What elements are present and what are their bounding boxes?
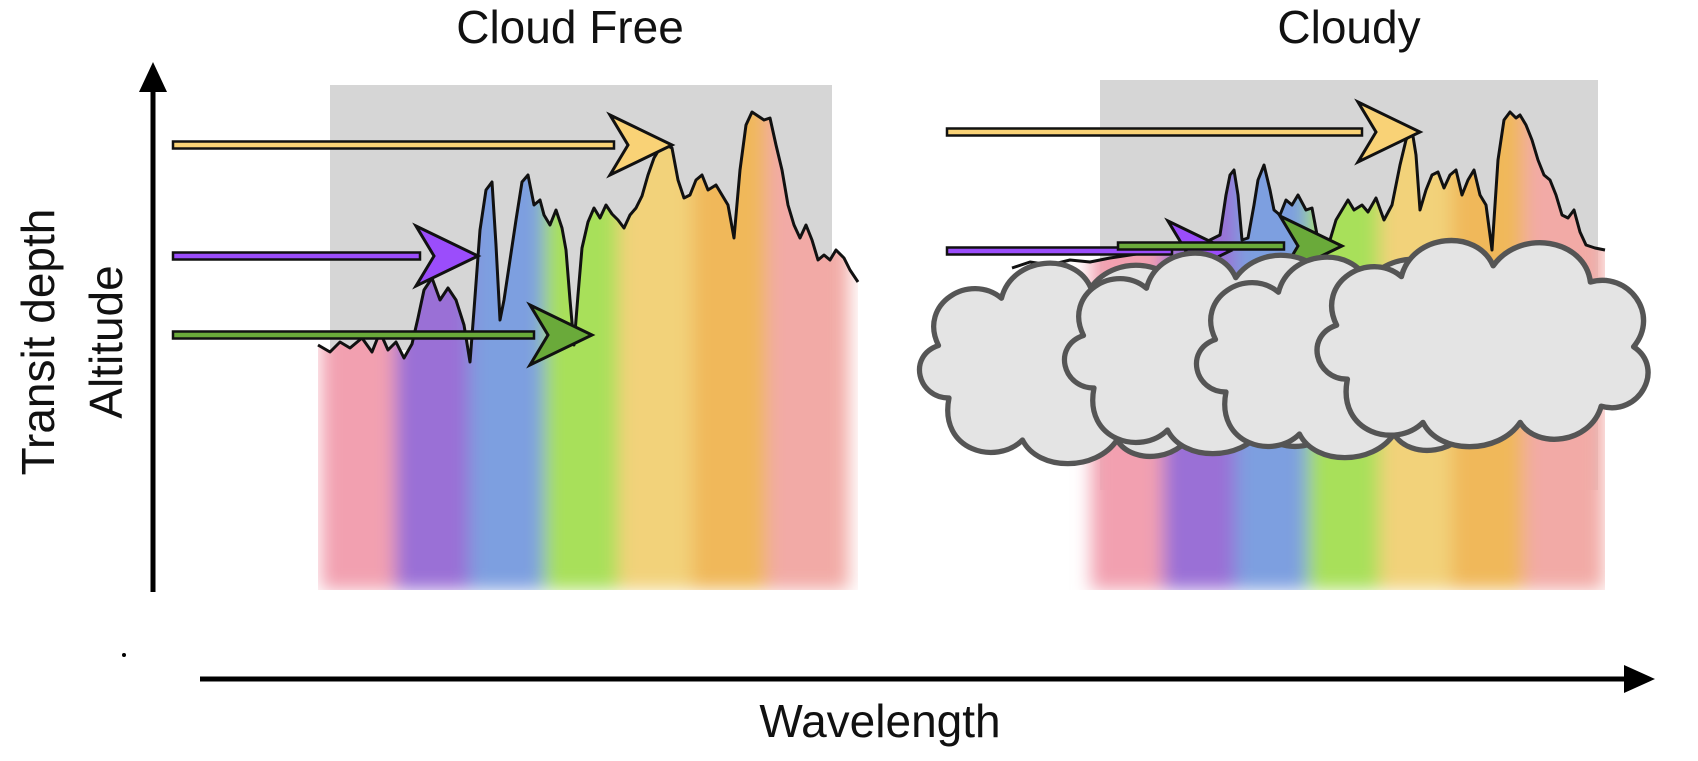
- y-axis-label-altitude: Altitude: [80, 265, 132, 419]
- panel-title-cloudy: Cloudy: [1277, 1, 1421, 53]
- arrow-up-icon: [139, 62, 167, 92]
- y-axis: [139, 62, 167, 592]
- x-axis: [200, 665, 1655, 693]
- arrow-right-icon: [1624, 665, 1655, 693]
- arrow-right-icon: [171, 301, 596, 369]
- stray-dot: [122, 653, 126, 657]
- arrow-right-icon: [945, 98, 1424, 166]
- y-axis-label-transit-depth: Transit depth: [12, 208, 64, 476]
- cloud-free-panel: [171, 85, 860, 590]
- spectrum-outline: [1011, 110, 1606, 270]
- cloudy-panel: [916, 80, 1651, 590]
- cloud-icon: [1314, 237, 1651, 450]
- spectrum-outline: [317, 110, 860, 364]
- x-axis-label: Wavelength: [759, 695, 1001, 747]
- panel-title-cloud-free: Cloud Free: [456, 1, 684, 53]
- cloud-layer: [916, 237, 1651, 467]
- arrow-right-icon: [171, 111, 676, 179]
- arrow-right-icon: [171, 222, 482, 290]
